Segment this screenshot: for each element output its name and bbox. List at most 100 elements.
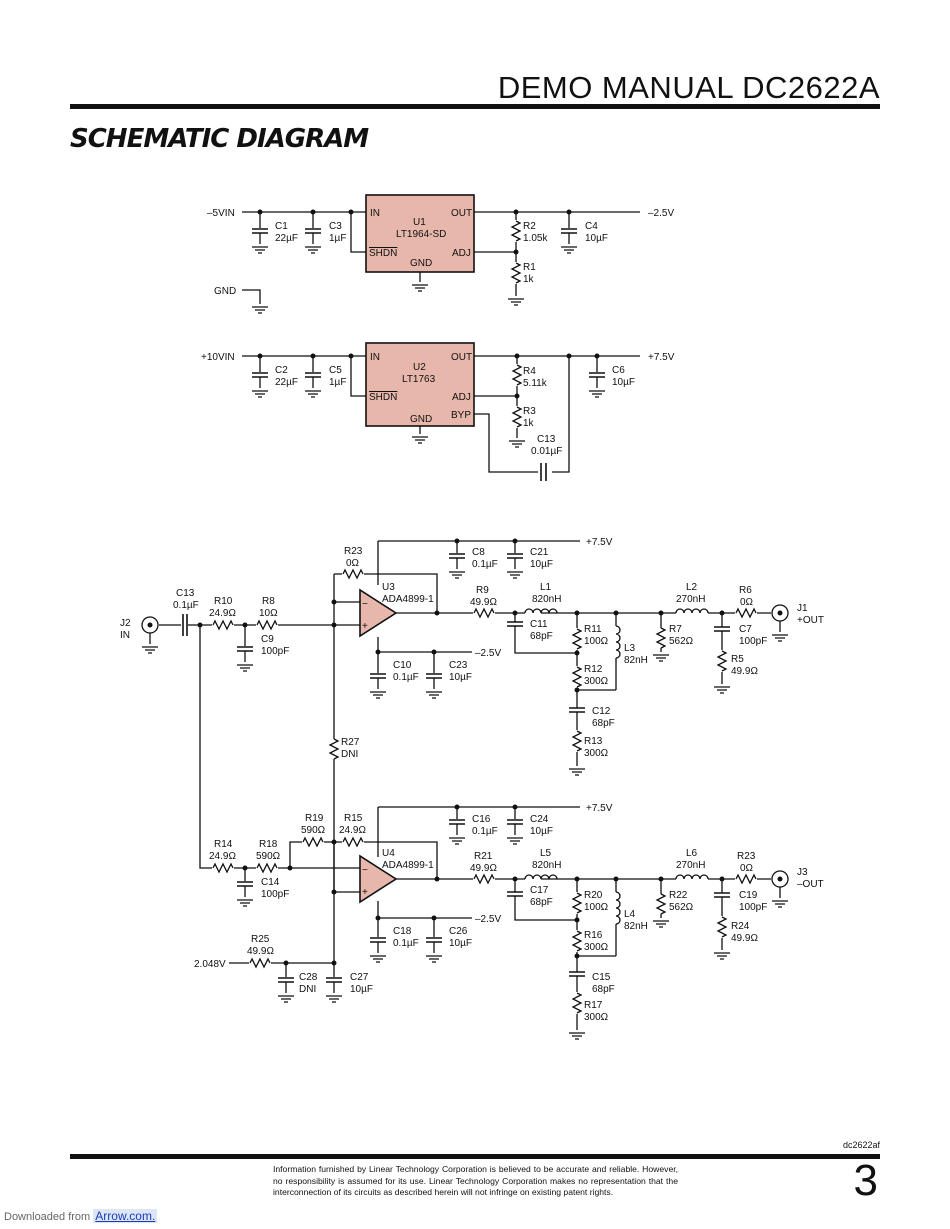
rail-u4-m2v5: –2.5V — [475, 914, 501, 925]
j2-connector — [141, 616, 159, 634]
l4-val: 82nH — [624, 921, 648, 932]
u1-part: LT1964-SD — [396, 229, 446, 240]
r6-ref: R6 — [739, 585, 752, 596]
u1-ref: U1 — [413, 217, 426, 228]
c14-val: 100pF — [261, 889, 289, 900]
page-number: 3 — [853, 1156, 878, 1205]
junctions-u4 — [242, 804, 725, 966]
j2-ref: J2 — [120, 618, 131, 629]
junctions-u1 — [257, 209, 572, 255]
c6-val: 10µF — [612, 377, 635, 388]
u2-ref: U2 — [413, 362, 426, 373]
c5-ref: C5 — [329, 365, 342, 376]
r4-ref: R4 — [523, 366, 536, 377]
c23-ref: C23 — [449, 660, 468, 671]
c24-ref: C24 — [530, 814, 549, 825]
r16-ref: R16 — [584, 930, 603, 941]
regulator-u2-section — [242, 355, 640, 481]
r3-val: 1k — [523, 418, 535, 429]
l3-val: 82nH — [624, 655, 648, 666]
u1-pin-adj: ADJ — [452, 248, 471, 259]
r13-ref: R13 — [584, 736, 603, 747]
r12-ref: R12 — [584, 664, 603, 675]
c12-ref: C12 — [592, 706, 611, 717]
opamp-u3 — [359, 588, 398, 638]
j1-label: +OUT — [797, 615, 824, 626]
l1-ref: L1 — [540, 582, 552, 593]
c14-ref: C14 — [261, 877, 280, 888]
u4-plus: + — [362, 887, 368, 898]
l5-val: 820nH — [532, 860, 561, 871]
c15-val: 68pF — [592, 984, 615, 995]
u4-ref: U4 — [382, 848, 395, 859]
rail-u3-m2v5: –2.5V — [475, 648, 501, 659]
c10-val: 0.1µF — [393, 672, 419, 683]
l1-val: 820nH — [532, 594, 561, 605]
header-rule — [70, 104, 880, 109]
r5-val: 49.9Ω — [731, 666, 758, 677]
doc-code: dc2622af — [842, 1140, 880, 1150]
c1-val: 22µF — [275, 233, 298, 244]
r10-ref: R10 — [214, 596, 233, 607]
r9-ref: R9 — [476, 585, 489, 596]
c13b-ref: C13 — [537, 434, 556, 445]
rail-p10vin: +10VIN — [201, 352, 235, 363]
r20-val: 100Ω — [584, 902, 609, 913]
r23-bot-ref: R23 — [737, 851, 756, 862]
j2-label: IN — [120, 630, 130, 641]
r17-val: 300Ω — [584, 1012, 609, 1023]
r23-top-val: 0Ω — [346, 558, 360, 569]
footer-rule — [70, 1154, 880, 1159]
c23-val: 10µF — [449, 672, 472, 683]
c6-ref: C6 — [612, 365, 625, 376]
c13b-val: 0.01µF — [531, 446, 562, 457]
r18-ref: R18 — [259, 839, 278, 850]
arrow-link[interactable]: Arrow.com. — [93, 1209, 158, 1223]
r27-val: DNI — [341, 749, 358, 760]
c13-ref: C13 — [176, 588, 195, 599]
c28-ref: C28 — [299, 972, 318, 983]
r10-val: 24.9Ω — [209, 608, 236, 619]
c11-ref: C11 — [530, 619, 548, 630]
u4-minus: − — [362, 865, 368, 876]
c13-val: 0.1µF — [173, 600, 199, 611]
c5-val: 1µF — [329, 377, 346, 388]
l2-val: 270nH — [676, 594, 705, 605]
r8-val: 10Ω — [259, 608, 278, 619]
r17-ref: R17 — [584, 1000, 603, 1011]
r16-val: 300Ω — [584, 942, 609, 953]
u2-pin-adj: ADJ — [452, 392, 471, 403]
u2-part: LT1763 — [402, 374, 436, 385]
c26-ref: C26 — [449, 926, 468, 937]
c12-val: 68pF — [592, 718, 615, 729]
r18-val: 590Ω — [256, 851, 281, 862]
r2-val: 1.05k — [523, 233, 548, 244]
rail-m5vin: –5VIN — [207, 208, 235, 219]
c17-val: 68pF — [530, 897, 553, 908]
u4-part: ADA4899-1 — [382, 860, 434, 871]
rail-gnd: GND — [214, 286, 236, 297]
r23-bot-val: 0Ω — [740, 863, 754, 874]
rail-u4-p7v5: +7.5V — [586, 803, 613, 814]
u2-pin-byp: BYP — [451, 410, 471, 421]
c2-val: 22µF — [275, 377, 298, 388]
rail-2048v: 2.048V — [194, 959, 226, 970]
r22-ref: R22 — [669, 890, 688, 901]
r24-val: 49.9Ω — [731, 933, 758, 944]
rail-u1-out: –2.5V — [648, 208, 674, 219]
c26-val: 10µF — [449, 938, 472, 949]
c9-val: 100pF — [261, 646, 289, 657]
r3-ref: R3 — [523, 406, 536, 417]
l3-ref: L3 — [624, 643, 636, 654]
c8-val: 0.1µF — [472, 559, 498, 570]
footer-disclaimer: Information furnished by Linear Technolo… — [273, 1164, 678, 1197]
c21-ref: C21 — [530, 547, 549, 558]
u1-pin-shdn: SHDN — [369, 248, 397, 259]
ic-u1-body — [365, 194, 475, 273]
r2-ref: R2 — [523, 221, 536, 232]
c4-val: 10µF — [585, 233, 608, 244]
c18-val: 0.1µF — [393, 938, 419, 949]
c27-ref: C27 — [350, 972, 369, 983]
download-note: Downloaded from Arrow.com. — [4, 1209, 158, 1223]
r8-ref: R8 — [262, 596, 275, 607]
